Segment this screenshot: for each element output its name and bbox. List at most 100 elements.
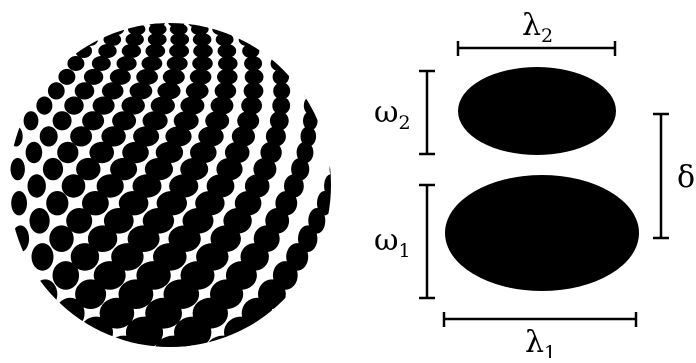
texture-dot: [9, 126, 23, 147]
texture-dot: [98, 44, 117, 58]
texture-dot: [38, 33, 52, 46]
texture-dot: [39, 126, 58, 147]
texture-dot: [71, 23, 86, 28]
texture-dot: [207, 23, 224, 28]
texture-dot: [91, 56, 111, 71]
texture-dot: [329, 68, 331, 85]
texture-dot: [343, 44, 350, 58]
texture-dot: [308, 23, 319, 28]
texture-dot: [74, 82, 95, 100]
texture-dot: [141, 56, 163, 71]
texture-dot: [334, 82, 343, 99]
lower-ellipse: [445, 175, 639, 291]
texture-dot: [125, 33, 144, 46]
delta-bracket: [653, 112, 669, 240]
texture-dot: [169, 23, 188, 36]
texture-dot: [0, 174, 6, 197]
texture-dot: [148, 23, 167, 36]
texture-dot: [87, 225, 118, 252]
texture-dot: [19, 56, 32, 71]
texture-dot: [244, 56, 263, 71]
texture-dot: [154, 335, 194, 347]
texture-dot: [275, 316, 303, 347]
texture-dot: [267, 44, 283, 58]
texture-dot: [49, 225, 74, 252]
texture-dot: [103, 33, 122, 46]
texture-dot: [247, 23, 262, 28]
texture-dot: [329, 157, 331, 181]
texture-dot: [192, 33, 212, 46]
texture-dot: [31, 243, 54, 271]
texture-dot: [9, 44, 17, 58]
texture-dot: [122, 141, 149, 164]
texture-dot: [198, 126, 224, 147]
texture-dot: [66, 23, 81, 36]
delta-label: δ: [677, 160, 695, 195]
texture-dot: [82, 111, 105, 131]
texture-dot: [83, 68, 104, 85]
texture-dot: [329, 23, 331, 28]
texture-dot: [0, 142, 5, 163]
texture-dot: [0, 82, 5, 99]
texture-dot: [21, 82, 35, 100]
texture-dot: [70, 243, 100, 271]
texture-dot: [121, 96, 145, 115]
texture-dot: [0, 208, 6, 234]
texture-dot: [35, 316, 62, 347]
texture-dot: [233, 23, 250, 36]
texture-dot: [333, 33, 341, 46]
texture-dot: [324, 174, 331, 198]
texture-dot: [33, 68, 48, 85]
texture-dot: [218, 56, 238, 71]
texture-dot: [165, 126, 192, 147]
texture-dot: [193, 44, 213, 58]
texture-dot: [118, 191, 149, 216]
texture-dot: [243, 82, 264, 100]
texture-dot: [136, 68, 159, 85]
texture-sphere: [0, 23, 358, 349]
texture-dot: [55, 297, 85, 329]
texture-dot: [329, 316, 331, 347]
texture-dot: [15, 23, 25, 28]
texture-dot: [0, 317, 7, 349]
omega2-bracket: [419, 69, 435, 156]
texture-dot: [33, 279, 58, 310]
texture-dot: [57, 141, 79, 164]
texture-dot: [321, 261, 331, 290]
texture-dot: [132, 174, 162, 198]
texture-dot: [224, 141, 250, 164]
texture-dot: [307, 279, 327, 310]
texture-dot: [121, 44, 142, 58]
texture-dot: [46, 191, 69, 216]
texture-dot: [300, 126, 317, 147]
texture-dot: [109, 68, 131, 85]
texture-dot: [185, 82, 209, 100]
texture-dot: [241, 96, 262, 115]
texture-dot: [300, 68, 315, 85]
texture-dot: [11, 225, 30, 252]
texture-dot: [11, 191, 27, 216]
texture-dot: [107, 23, 125, 36]
upper-ellipse: [458, 67, 616, 155]
texture-dot: [303, 111, 318, 131]
texture-dot: [145, 44, 166, 58]
texture-dot: [33, 23, 45, 28]
texture-dot: [192, 56, 213, 71]
texture-dot: [9, 96, 21, 115]
texture-dot: [231, 126, 255, 147]
texture-dot: [215, 33, 234, 46]
texture-dot: [29, 44, 42, 58]
texture-dot: [272, 96, 291, 115]
texture-dot: [66, 208, 93, 234]
texture-dot: [150, 96, 175, 115]
texture-dot: [61, 174, 86, 198]
texture-dot: [0, 111, 5, 130]
texture-dot: [351, 56, 358, 71]
texture-dot: [317, 191, 331, 216]
texture-dot: [336, 97, 345, 115]
texture-dot: [224, 316, 258, 347]
texture-dot: [47, 82, 65, 100]
texture-dot: [99, 297, 135, 329]
texture-dot: [89, 141, 114, 164]
